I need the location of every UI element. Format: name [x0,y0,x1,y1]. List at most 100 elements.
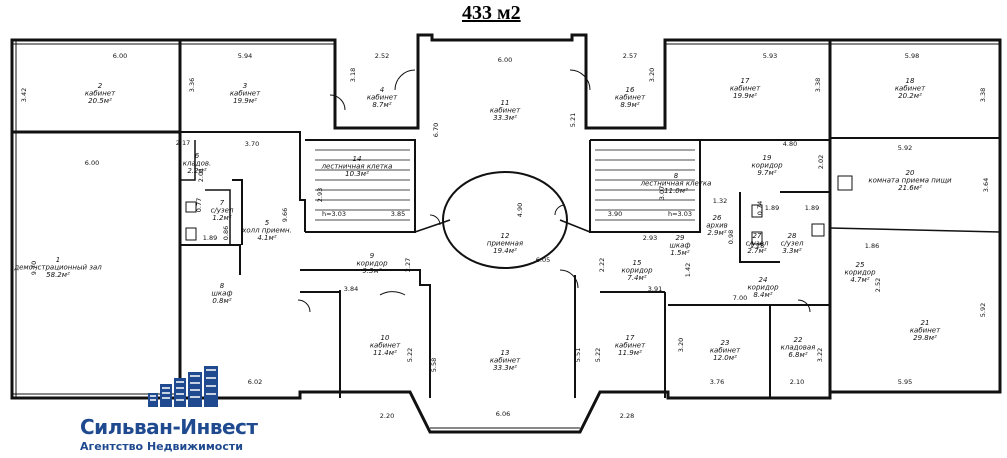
dimension-label: 2.20 [380,412,394,420]
dimension-label: 3.07 [658,186,666,200]
dimension-label: 3.42 [20,88,28,102]
dimension-label: 5.98 [905,52,919,60]
total-area-title: 433 м2 [462,2,521,24]
dimension-label: 2.93 [316,188,324,202]
dimension-label: 9.66 [281,208,289,222]
dimension-label: 6.00 [498,56,512,64]
dimension-label: 5.93 [763,52,777,60]
dimension-label: 3.20 [677,338,685,352]
company-name: Сильван-Инвест [80,415,258,439]
dimension-labels: 6.00 5.94 2.52 6.00 2.57 5.93 5.98 3.42 3.36 3.18… [20,52,990,420]
dimension-label: 3.18 [349,68,357,82]
dimension-label: 2.52 [375,52,389,60]
dimension-label: 5.51 [574,348,582,362]
dimension-label: 3.36 [188,78,196,92]
dimension-label: 5.95 [898,378,912,386]
dimension-label: 5.22 [406,348,414,362]
company-subtitle: Агентство Недвижимости [80,440,243,453]
dimension-label: 1.32 [713,197,727,205]
dimension-label: 4.80 [783,140,797,148]
dimension-label: 0.86 [222,226,230,240]
dimension-label: 3.70 [245,140,259,148]
dimension-label: 0.77 [195,198,203,212]
dimension-label: 2.01 [197,168,205,182]
dimension-label: 7.00 [733,294,747,302]
dimension-label: 6.70 [432,123,440,137]
dimension-label: 3.64 [982,178,990,192]
dimension-label: 5.92 [979,303,987,317]
dimension-label: 1.42 [684,263,692,277]
dimension-label: 3.38 [979,88,987,102]
dimension-label: 2.10 [790,378,804,386]
dimension-label: h=3.03 [322,210,346,218]
dimension-label: 6.06 [496,410,510,418]
dimension-label: 9.70 [30,261,38,275]
dimension-label: 5.92 [898,144,912,152]
dimension-label: h=3.03 [668,210,692,218]
dimension-label: 6.02 [248,378,262,386]
dimension-label: 2.17 [176,139,190,147]
dimension-label: 3.84 [344,285,358,293]
dimension-label: 1.86 [865,242,879,250]
company-logo: Сильван-Инвест Агентство Недвижимости [80,368,285,454]
dimension-label: 2.57 [623,52,637,60]
dimension-label: 5.58 [430,358,438,372]
dimension-label: 0.98 [727,230,735,244]
dimension-label: 2.28 [620,412,634,420]
dimension-label: 3.38 [814,78,822,92]
dimension-label: 1.89 [805,204,819,212]
dimension-label: 4.90 [516,203,524,217]
dimension-label: 3.90 [608,210,622,218]
dimension-label: 3.91 [648,285,662,293]
dimension-label: 3.85 [391,210,405,218]
dimension-label: 2.93 [643,234,657,242]
dimension-label: 5.22 [594,348,602,362]
dimension-label: 2.02 [817,155,825,169]
dimension-label: 5.94 [238,52,252,60]
dimension-label: 3.20 [648,68,656,82]
dimension-label: 5.21 [569,113,577,127]
dimension-label: 0.74 [756,201,764,215]
dimension-label: 6.05 [536,256,550,264]
dimension-label: 2.22 [598,258,606,272]
dimension-label: 3.76 [710,378,724,386]
company-logo-mark [148,366,218,407]
dimension-label: 6.00 [85,159,99,167]
dimension-label: 2.27 [404,258,412,272]
walls [10,33,1002,434]
dimension-label: 1.28 [750,242,764,250]
dimension-label: 1.89 [765,204,779,212]
